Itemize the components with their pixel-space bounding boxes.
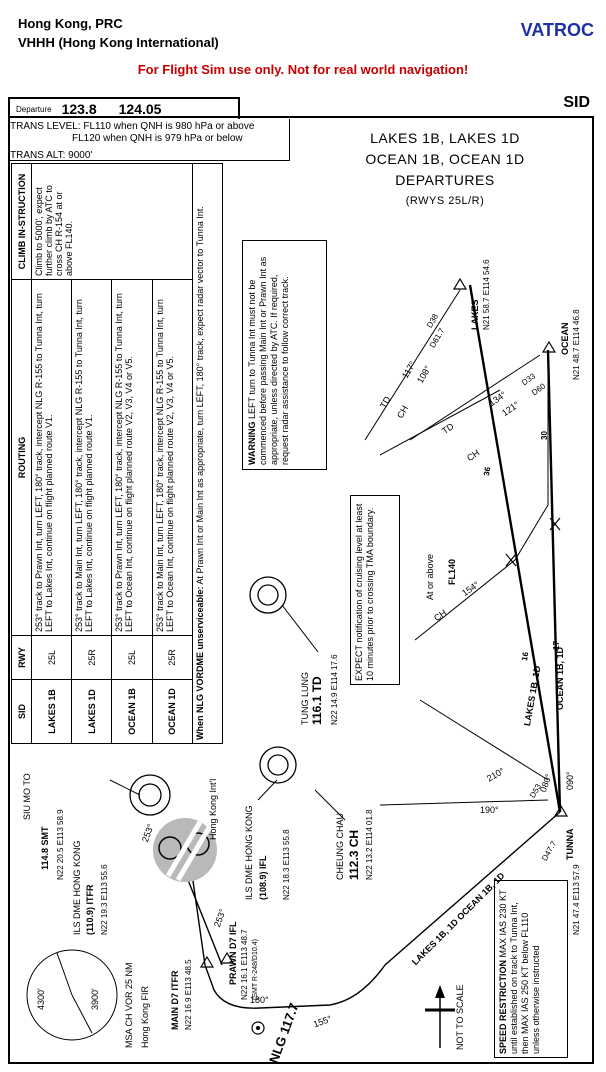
td-radial-121	[409, 354, 541, 441]
route-line-lakes	[468, 284, 562, 813]
radial-180: 180°	[250, 995, 269, 1005]
title-line1: LAKES 1B, LAKES 1D	[370, 130, 520, 146]
ch-title: CHEUNG CHAU	[335, 812, 345, 880]
ch-freq: 112.3 CH	[347, 829, 361, 880]
msa-label: MSA CH VOR 25 NM	[124, 962, 134, 1048]
main-coords: N22 16.9 E113 48.5	[184, 959, 193, 1030]
tunna-coords: N21 47.4 E113 57.9	[572, 864, 581, 935]
not-to-scale-label: NOT TO SCALE	[455, 984, 465, 1050]
transition-altitude: TRANS ALT: 9000'	[10, 150, 93, 161]
title-line2: OCEAN 1B, OCEAN 1D	[365, 151, 525, 167]
ch-coords: N22 13.2 E114 01.8	[365, 809, 374, 880]
prawn-coords: N22 16.1 E113 48.7	[240, 929, 249, 1000]
chart-frame	[8, 116, 594, 1064]
airport-label: Hong Kong Int'l	[208, 778, 218, 840]
chart-type-label: SID	[563, 94, 590, 111]
nlg-vor-icon	[251, 1021, 265, 1035]
radial-190: 190°	[480, 805, 499, 815]
msa-circle-icon	[26, 949, 118, 1041]
td-vor-icon	[249, 576, 287, 614]
trans-level-line1: TRANS LEVEL: FL110 when QNH is 980 hPa o…	[10, 121, 255, 132]
smt-leader	[109, 779, 141, 796]
fl140-label: FL140	[447, 558, 457, 585]
td-leader	[281, 604, 319, 653]
main-fix-icon	[199, 955, 215, 968]
ocean-fix-icon	[541, 340, 557, 353]
airport-text: VHHH (Hong Kong International)	[18, 35, 219, 50]
ifl-freq: (108.9) IFL	[258, 855, 268, 900]
transition-box	[8, 119, 290, 161]
tunna-fix-icon	[553, 804, 569, 817]
dist-30: 30	[540, 431, 549, 440]
td-title: TUNG LUNG	[300, 671, 310, 725]
dist-17: 17	[552, 641, 561, 650]
radial-190	[379, 799, 549, 806]
frequency-primary: 123.8	[61, 101, 97, 117]
north-arrow-icon	[425, 985, 455, 1048]
lakes-fix-icon	[452, 277, 468, 290]
prawn-fix-icon	[219, 951, 235, 964]
dist-16: 16	[520, 651, 531, 662]
warning-box: WARNING LEFT turn to Tunna Int must not …	[242, 240, 327, 470]
ifl-leader	[257, 779, 278, 801]
expect-box: EXPECT notification of cruising level at…	[350, 495, 400, 685]
airport-icon	[153, 818, 217, 882]
itf-freq: (110.9) ITFR	[85, 884, 95, 935]
chart-header: Hong Kong, PRC VHHH (Hong Kong Internati…	[18, 14, 219, 52]
ch-radial-154	[414, 355, 549, 641]
title-runways: (RWYS 25L/R)	[405, 195, 485, 207]
cross-fix-icon	[505, 553, 517, 567]
cross-fix-icon-2	[549, 517, 561, 531]
ch-leader	[314, 789, 346, 821]
speed-restriction-box: SPEED RESTRICTION MAX IAS 230 KT until e…	[494, 880, 568, 1058]
msa-alt1: 4300'	[36, 988, 46, 1010]
ocean-name: OCEAN	[560, 322, 570, 355]
ch-radial-134	[379, 389, 501, 456]
main-name: MAIN D7 ITFR	[170, 970, 180, 1031]
trans-level-line2: FL120 when QNH is 979 hPa or below	[72, 133, 243, 144]
route-line-tunna	[204, 811, 561, 1009]
route-line-ocean	[546, 349, 562, 813]
prawn-name: PRAWN D7 IFL	[228, 921, 238, 985]
tunna-name: TUNNA	[565, 828, 575, 861]
td-coords: N22 14.9 E114 17.6	[330, 654, 339, 725]
lakes-coords: N21 58.7 E114 54.6	[482, 259, 491, 330]
itf-title: ILS DME HONG KONG	[72, 840, 82, 935]
radial-090: 090°	[565, 771, 575, 790]
at-or-above-label: At or above	[425, 553, 435, 600]
procedure-title: LAKES 1B, LAKES 1D OCEAN 1B, OCEAN 1D DE…	[320, 128, 570, 212]
ifl-coords: N22 18.3 E113 55.8	[282, 829, 291, 900]
ifl-title: ILS DME HONG KONG	[244, 805, 254, 900]
itf-coords: N22 19.3 E113 55.6	[100, 864, 109, 935]
smt-prefix: SIU MO TO	[22, 773, 32, 820]
dist-36: 36	[482, 466, 493, 477]
ch-vor-icon	[259, 746, 297, 784]
radial-210	[419, 699, 549, 781]
ocean-coords: N21 48.7 E114 46.8	[572, 309, 581, 380]
smt-freq: 114.8 SMT	[40, 826, 50, 870]
transition-level: TRANS LEVEL: FL110 when QNH is 980 hPa o…	[10, 121, 290, 145]
frequency-label: Departure	[16, 104, 52, 114]
route-label-ocean: OCEAN 1B, 1D	[555, 646, 565, 710]
disclaimer-text: For Flight Sim use only. Not for real wo…	[137, 62, 469, 77]
prawn-extra: (SMT R-248/D10.4)	[252, 939, 259, 1000]
msa-alt2: 3900'	[90, 988, 100, 1010]
title-line3: DEPARTURES	[395, 172, 495, 188]
smt-vor-icon	[129, 774, 171, 816]
smt-coords: N22 20.5 E113 58.9	[56, 809, 65, 880]
frequency-box: Departure 123.8 124.05	[8, 97, 240, 119]
td-freq: 116.1 TD	[310, 676, 324, 725]
location-text: Hong Kong, PRC	[18, 16, 123, 31]
brand-logo: VATROC	[520, 20, 594, 40]
frequency-secondary: 124.05	[118, 101, 162, 117]
fir-label: Hong Kong FIR	[140, 985, 150, 1048]
lakes-name: LAKES	[470, 299, 480, 330]
td-radial-108	[364, 289, 461, 441]
